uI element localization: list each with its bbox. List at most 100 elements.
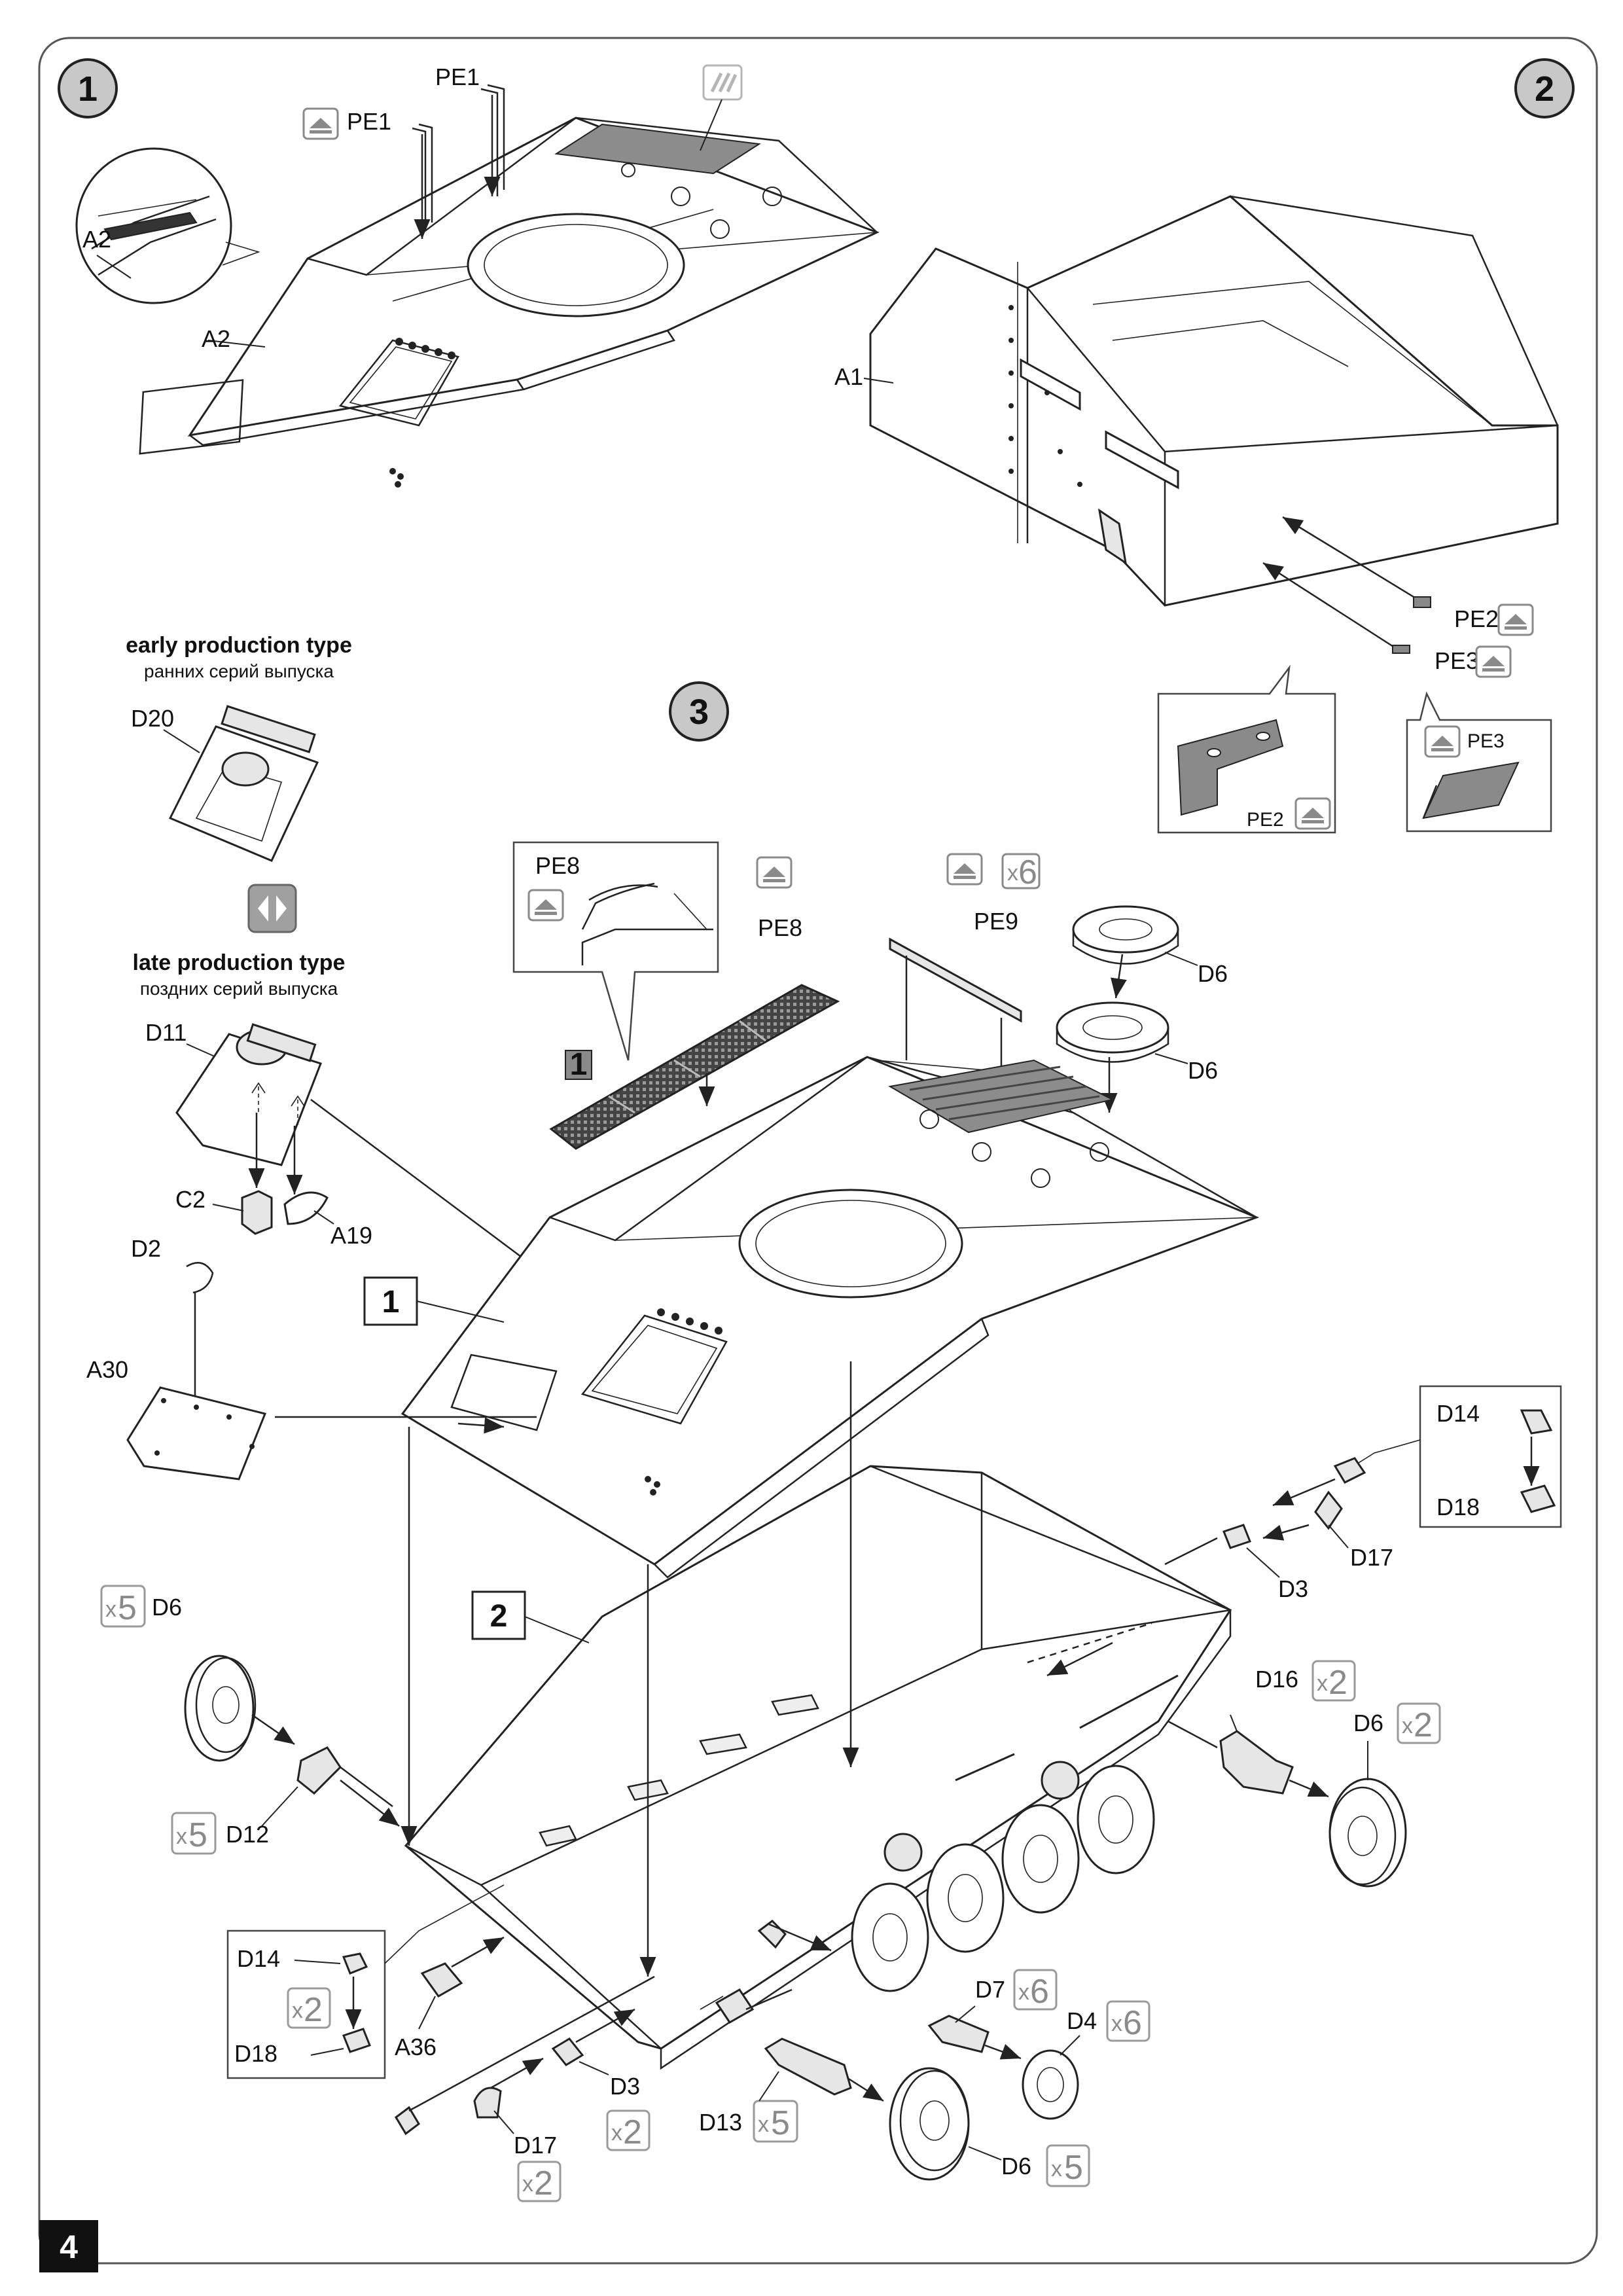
parts-d2-a30: D2 A30: [86, 1235, 537, 1480]
photo-etch-icon: [756, 856, 793, 889]
svg-text:x: x: [176, 1824, 187, 1849]
step1-detail-magnifier: A2: [75, 147, 260, 304]
label-a1: A1: [834, 363, 863, 390]
d6-right-multiplier: 2: [1414, 1706, 1433, 1744]
svg-text:x: x: [1051, 2157, 1062, 2181]
assembly-guide-lines: [401, 1361, 859, 1977]
bottom-running-gear: D7 x 6 D4 x 6 D13 x 5 D6 x 5: [699, 1920, 1150, 2187]
photo-etch-icon: [527, 889, 564, 922]
multiplier-badge: [1001, 853, 1041, 889]
page-number-badge: 4: [39, 2220, 98, 2272]
step-1-number: 1: [78, 69, 98, 109]
mesh-ref-number: 1: [570, 1047, 588, 1082]
multiplier-badge: [171, 1812, 217, 1855]
spare-wheels-d6: D6 D6: [1056, 905, 1228, 1113]
label-a19: A19: [330, 1222, 372, 1249]
parts-a36-d3-d17-left: A36 D3 x 2 D17 x 2: [395, 1936, 655, 2202]
d13-multiplier: 5: [771, 2104, 790, 2142]
svg-text:x: x: [105, 1597, 116, 1622]
step-3-badge: [669, 681, 729, 742]
step1-upper-hull-a2: A2: [139, 117, 880, 488]
label-pe8-detail: PE8: [535, 852, 580, 879]
label-a2-detail: A2: [82, 226, 111, 253]
hatch-d11: [175, 1023, 322, 1166]
label-a2: A2: [202, 325, 230, 352]
early-type-subtitle: ранних серий выпуска: [144, 661, 334, 681]
label-d6-left: D6: [152, 1594, 182, 1621]
svg-text:x: x: [1007, 861, 1018, 886]
label-d13: D13: [699, 2109, 742, 2136]
d3-left-multiplier: 2: [623, 2113, 642, 2151]
label-pe8: PE8: [758, 914, 802, 941]
label-d6-bottom: D6: [1001, 2153, 1031, 2179]
d14-d18-detail-left: D14 D18 x 2: [226, 1884, 505, 2079]
multiplier-badge: [1013, 1969, 1058, 2011]
pe9-multiplier: 6: [1018, 853, 1037, 891]
label-d4: D4: [1067, 2007, 1097, 2034]
d17-left-multiplier: 2: [534, 2164, 553, 2202]
d6-left-multiplier: 5: [118, 1589, 137, 1627]
label-d17-right: D17: [1350, 1544, 1393, 1571]
svg-text:x: x: [522, 2172, 533, 2197]
alternative-parts-icon: [247, 884, 297, 933]
multiplier-badge: [753, 2100, 798, 2143]
pe9-grille: x 6 PE9: [889, 853, 1041, 1093]
svg-text:x: x: [611, 2121, 622, 2145]
svg-text:x: x: [292, 1998, 303, 2023]
label-d18-left: D18: [234, 2040, 277, 2067]
step-1-badge: [58, 58, 118, 118]
svg-text:x: x: [1402, 1713, 1413, 1738]
label-pe3: PE3: [1435, 647, 1479, 674]
pe2-detail-box: PE2: [1157, 664, 1336, 834]
hatch-d20: [168, 705, 319, 862]
label-d14-right: D14: [1436, 1400, 1480, 1427]
label-d18-right: D18: [1436, 1494, 1480, 1520]
page-frame: [38, 37, 1598, 2265]
mesh-ref-badge: [565, 1050, 592, 1080]
svg-text:x: x: [1018, 1980, 1029, 2005]
step-2-number: 2: [1535, 69, 1554, 109]
right-wheel-d16-d6: D16 x 2 D6 x 2: [1168, 1660, 1441, 1888]
d14-d18-detail-right: D14 D18: [1347, 1385, 1562, 1528]
d7-multiplier: 6: [1030, 1973, 1049, 2011]
step2-lower-hull-a1: A1 PE2 PE3 PE2 PE3: [834, 195, 1559, 834]
step-3-number: 3: [689, 692, 709, 732]
label-d6-top-a: D6: [1198, 960, 1228, 987]
production-variants: early production type ранних серий выпус…: [126, 633, 662, 1363]
early-type-title: early production type: [126, 633, 352, 658]
svg-text:x: x: [758, 2112, 769, 2137]
photo-etch-icon: [302, 107, 339, 140]
sub-assembly-1-number: 1: [382, 1285, 400, 1319]
late-type-title: late production type: [133, 950, 346, 975]
sub-assembly-2-box: [471, 1590, 526, 1640]
photo-etch-icon: [946, 853, 983, 886]
label-a36: A36: [395, 2034, 437, 2060]
label-d11: D11: [145, 1019, 187, 1046]
photo-etch-icon: [1294, 797, 1331, 830]
multiplier-badge: [1046, 2144, 1090, 2187]
d6-bottom-multiplier: 5: [1064, 2149, 1083, 2187]
d16-multiplier: 2: [1329, 1664, 1347, 1702]
label-a30: A30: [86, 1356, 128, 1383]
multiplier-badge: [1106, 2000, 1150, 2042]
left-wheel-d6-d12: x 5 D6 x 5 D12: [100, 1585, 400, 1855]
label-d2: D2: [131, 1235, 161, 1262]
label-d20: D20: [131, 705, 174, 732]
road-wheels: [851, 1761, 1155, 1992]
label-pe9: PE9: [974, 908, 1018, 935]
step-2-badge: [1514, 58, 1575, 118]
label-pe1-b: PE1: [435, 63, 480, 90]
multiplier-badge: [1397, 1702, 1441, 1744]
photo-etch-icon: [1475, 645, 1512, 678]
late-type-subtitle: поздних серий выпуска: [140, 978, 338, 999]
label-d6-top-b: D6: [1188, 1057, 1218, 1084]
multiplier-badge: [100, 1585, 146, 1628]
photo-etch-icon: [1497, 603, 1534, 636]
svg-text:x: x: [1111, 2011, 1122, 2036]
sub-assembly-2-number: 2: [490, 1599, 508, 1634]
label-c2: C2: [175, 1186, 205, 1213]
label-d14-left: D14: [237, 1945, 280, 1972]
pe3-detail-box: PE3: [1406, 691, 1552, 833]
pe8-detail-box: PE8: [512, 841, 719, 1061]
